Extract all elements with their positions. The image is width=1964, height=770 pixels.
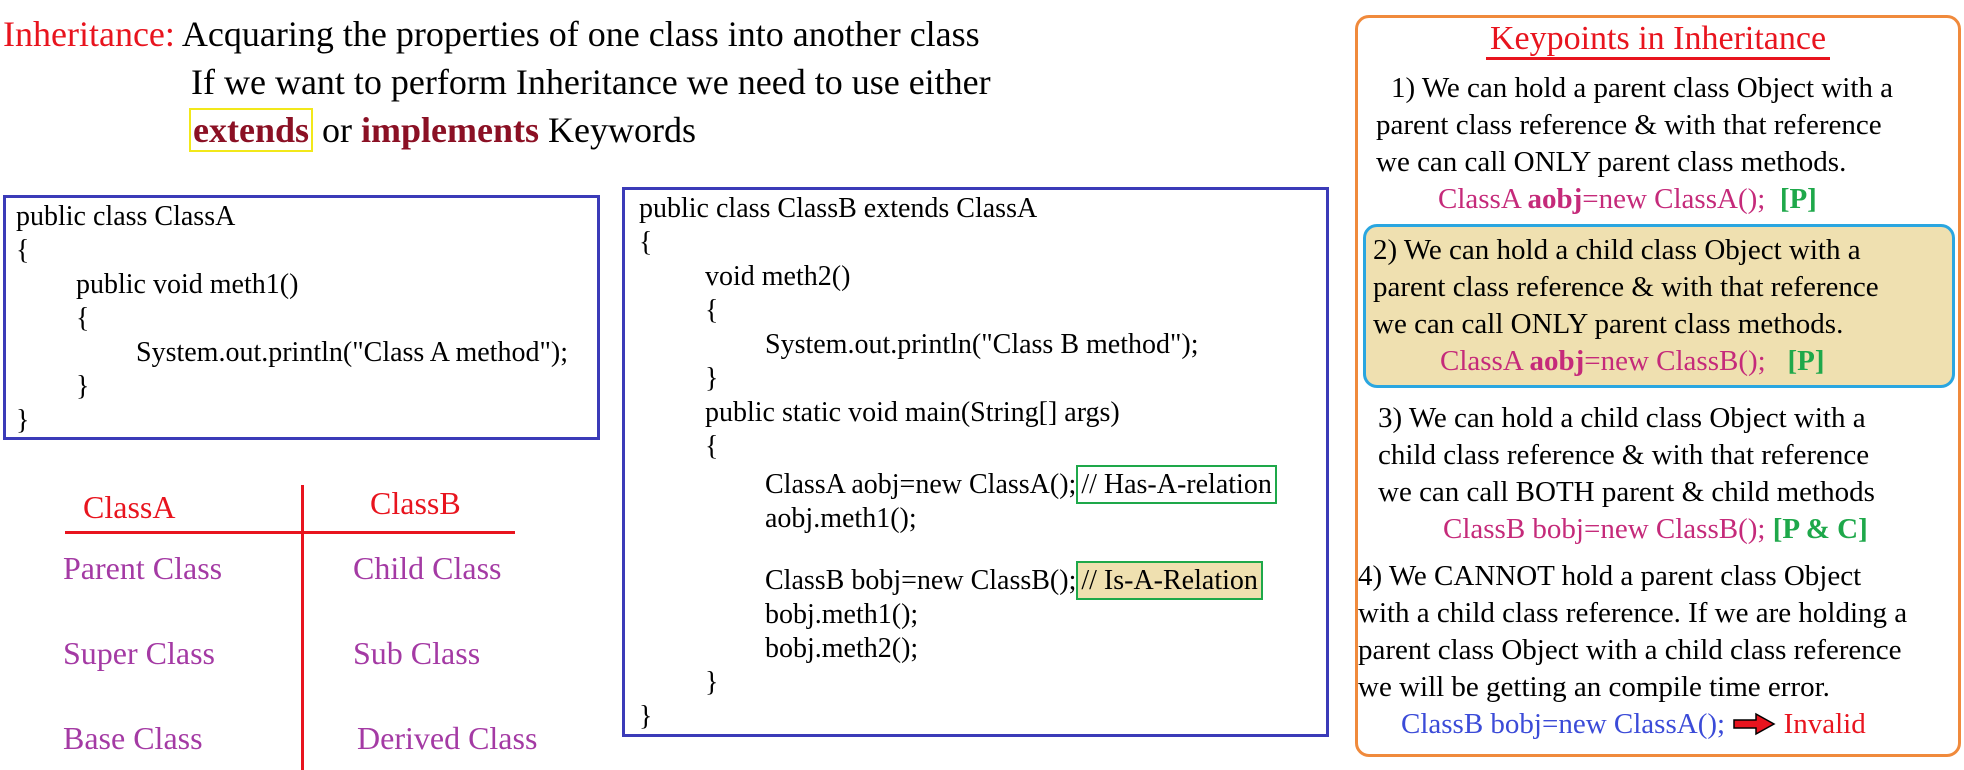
code-line: {: [16, 235, 30, 266]
table-horizontal-divider: [65, 531, 515, 534]
parent-tag: [P]: [1787, 345, 1825, 377]
keypoint-1-code: ClassA aobj=new ClassA(); [P]: [1438, 183, 1817, 215]
keypoint-4: 4) We CANNOT hold a parent class Object …: [1358, 558, 1907, 743]
table-cell: Derived Class: [357, 720, 538, 756]
table-header-classB: ClassB: [370, 485, 461, 521]
table-cell: Sub Class: [353, 635, 481, 671]
keypoint-3: 3) We can hold a child class Object with…: [1378, 400, 1875, 548]
code-line: System.out.println("Class A method");: [136, 337, 568, 368]
code-line: public class ClassB extends ClassA: [639, 193, 1038, 224]
parent-tag: [P]: [1779, 183, 1817, 215]
table-cell: Base Class: [63, 720, 203, 756]
code-line: }: [705, 667, 719, 698]
intro-line-2: If we want to perform Inheritance we nee…: [191, 62, 991, 102]
code-line: }: [639, 701, 653, 732]
keypoint-4-code: ClassB bobj=new ClassA(); Invalid: [1401, 708, 1866, 740]
code-line: {: [639, 227, 653, 258]
class-terms-table: ClassA ClassB Parent Class Child Class S…: [0, 480, 560, 770]
code-line: aobj.meth1();: [765, 503, 917, 534]
code-line: }: [16, 405, 30, 436]
keypoint-1: 1) We can hold a parent class Object wit…: [1376, 70, 1893, 218]
word-or: or: [313, 110, 361, 150]
code-line: {: [705, 431, 719, 462]
keypoint-2-highlight-box: [1363, 224, 1955, 388]
keypoint-2: 2) We can hold a child class Object with…: [1373, 232, 1879, 380]
code-line: public class ClassA: [16, 201, 236, 232]
implements-keyword: implements: [361, 110, 539, 150]
table-cell: Super Class: [63, 635, 215, 671]
intro-line-1: Acquaring the properties of one class in…: [174, 14, 980, 54]
right-arrow-icon: [1733, 712, 1776, 736]
code-line: }: [705, 363, 719, 394]
code-line: public void meth1(): [76, 269, 299, 300]
classB-code-box: public class ClassB extends ClassA { voi…: [622, 187, 1329, 737]
has-a-relation-comment: // Has-A-relation: [1076, 465, 1277, 504]
code-line: }: [76, 371, 90, 402]
keypoint-2-code: ClassA aobj=new ClassB(); [P]: [1440, 345, 1825, 377]
code-line: void meth2(): [705, 261, 851, 292]
table-header-classA: ClassA: [83, 489, 176, 525]
table-vertical-divider: [301, 485, 304, 770]
table-cell: Parent Class: [63, 550, 223, 586]
code-line: {: [705, 295, 719, 326]
inheritance-label: Inheritance:: [3, 14, 175, 54]
word-keywords: Keywords: [538, 110, 696, 150]
code-line: ClassA aobj=new ClassA();// Has-A-relati…: [639, 465, 1312, 504]
code-line: bobj.meth2();: [765, 633, 919, 664]
table-cell: Child Class: [353, 550, 502, 586]
code-line: {: [76, 303, 90, 334]
invalid-label: Invalid: [1783, 708, 1866, 740]
code-line: public static void main(String[] args): [705, 397, 1120, 428]
keypoints-panel: Keypoints in Inheritance 1) We can hold …: [1355, 15, 1961, 757]
parent-child-tag: [P & C]: [1772, 513, 1868, 545]
extends-keyword: extends: [189, 108, 313, 152]
is-a-relation-comment: // Is-A-Relation: [1076, 561, 1263, 600]
code-line: ClassB bobj=new ClassB();// Is-A-Relatio…: [639, 561, 1312, 600]
code-line: bobj.meth1();: [765, 599, 919, 630]
keypoints-title: Keypoints in Inheritance: [1358, 18, 1958, 60]
code-line: System.out.println("Class B method");: [765, 329, 1199, 360]
has-a-statement: ClassA aobj=new ClassA();: [765, 469, 1077, 500]
is-a-statement: ClassB bobj=new ClassB();: [765, 565, 1077, 596]
intro-text: Inheritance: Acquaring the properties of…: [3, 10, 991, 154]
keypoint-3-code: ClassB bobj=new ClassB(); [P & C]: [1443, 513, 1868, 545]
classA-code-box: public class ClassA { public void meth1(…: [3, 195, 600, 440]
